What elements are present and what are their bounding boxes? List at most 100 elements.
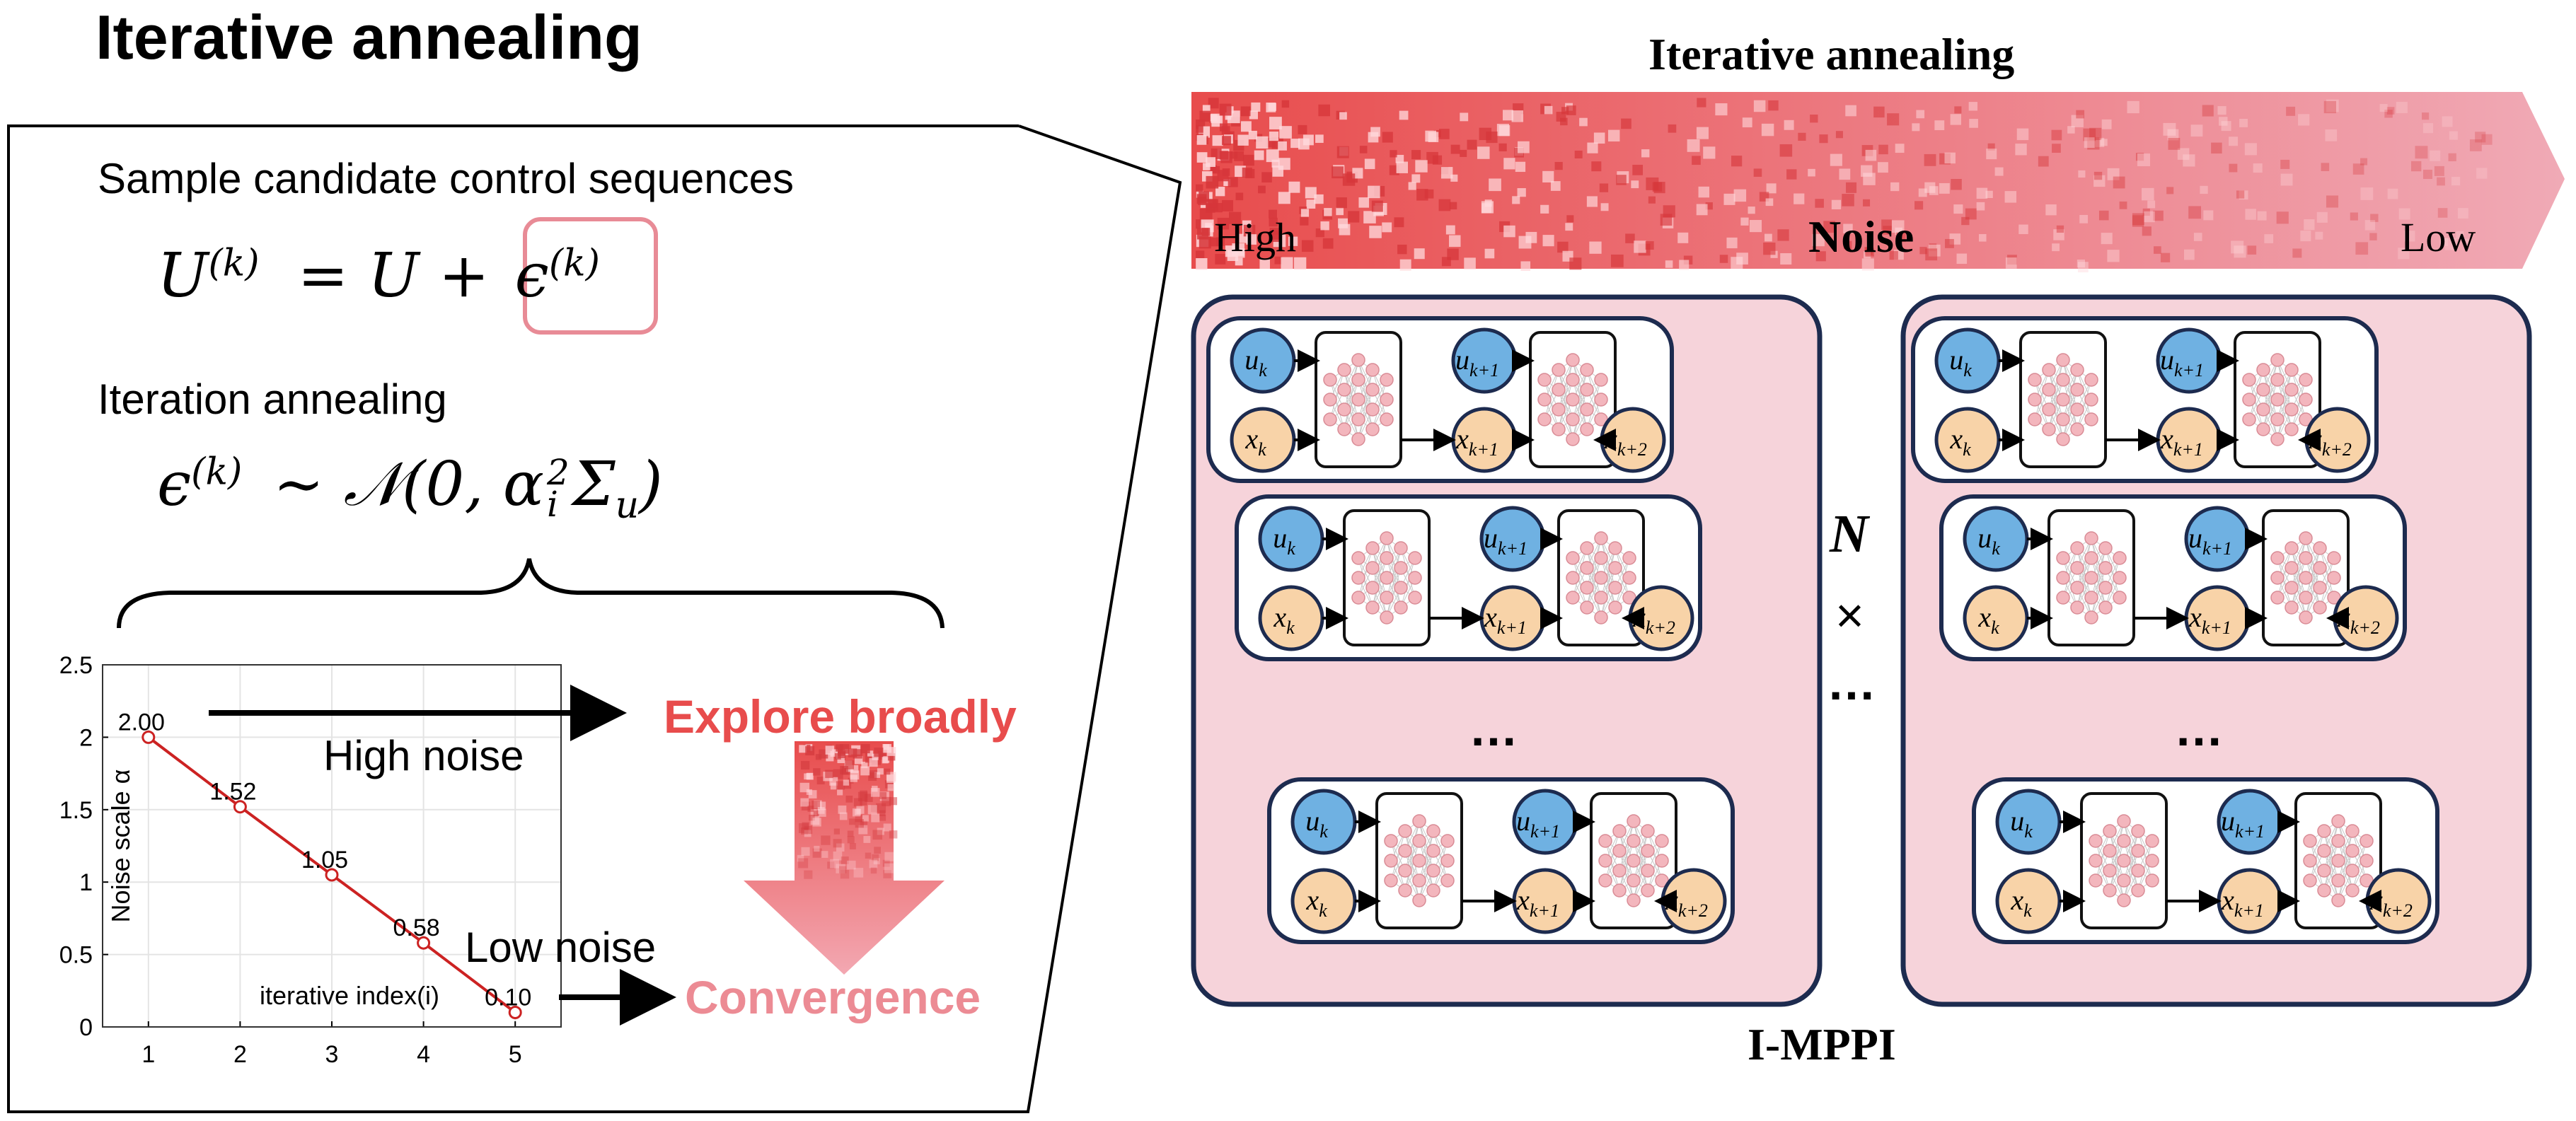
noise-pixel — [1269, 117, 1282, 129]
noise-pixel — [2167, 129, 2179, 141]
noise-pixel — [836, 864, 845, 873]
noise-pixel — [861, 761, 868, 769]
noise-pixel — [1271, 159, 1280, 168]
noise-pixel — [850, 770, 860, 780]
noise-pixel — [815, 754, 822, 760]
noise-pixel — [2456, 231, 2464, 239]
epsilon-highlight-box — [523, 217, 658, 335]
noise-pixel — [2107, 168, 2120, 180]
u-node: uk+1 — [1479, 506, 1546, 572]
noise-pixel — [1293, 257, 1307, 270]
noise-pixel — [853, 868, 864, 878]
noise-pixel — [1823, 221, 1835, 233]
neural-net-box — [2080, 792, 2168, 929]
noise-pixel — [816, 777, 825, 785]
u-node: uk+1 — [1512, 789, 1578, 855]
eq2-eps-sup: (k) — [191, 451, 243, 494]
noise-pixel — [1591, 161, 1602, 172]
noise-pixel — [838, 866, 847, 873]
noise-pixel — [802, 822, 809, 830]
noise-pixel — [2077, 262, 2089, 273]
noise-pixel — [2202, 105, 2214, 117]
data-point — [233, 800, 247, 814]
noise-pixel — [2476, 168, 2488, 179]
noise-pixel — [2276, 211, 2289, 224]
noise-pixel — [813, 768, 821, 776]
noise-pixel — [1839, 168, 1851, 180]
noise-label: Noise — [1808, 211, 1914, 262]
noise-pixel — [1978, 233, 1987, 242]
noise-pixel — [865, 794, 873, 802]
noise-pixel — [1222, 136, 1231, 146]
noise-pixel — [1815, 199, 1824, 208]
noise-pixel — [804, 825, 813, 835]
noise-pixel — [2469, 139, 2482, 151]
noise-pixel — [2084, 137, 2095, 149]
noise-pixel — [2076, 110, 2085, 119]
noise-pixel — [2142, 187, 2154, 201]
noise-pixel — [1830, 153, 1842, 166]
noise-pixel — [829, 777, 838, 786]
noise-pixel — [2444, 238, 2457, 250]
noise-pixel — [2051, 129, 2062, 141]
noise-pixel — [840, 869, 850, 879]
noise-pixel — [1557, 241, 1569, 253]
noise-pixel — [804, 773, 810, 780]
noise-pixel — [1281, 100, 1290, 108]
noise-pixel — [2077, 259, 2085, 268]
noise-pixel — [2434, 165, 2444, 176]
noise-pixel — [856, 806, 865, 814]
noise-pixel — [1976, 202, 1985, 211]
noise-pixel — [1336, 146, 1349, 158]
noise-pixel — [1726, 237, 1738, 249]
noise-pixel — [1542, 170, 1554, 182]
noise-pixel — [1278, 141, 1287, 151]
noise-pixel — [2370, 214, 2379, 222]
noise-pixel — [1810, 114, 1818, 123]
noise-pixel — [1278, 192, 1290, 204]
noise-pixel — [2166, 187, 2174, 194]
noise-pixel — [2229, 163, 2238, 173]
x-node: xk — [1290, 868, 1357, 934]
x-node: xk+1 — [2184, 585, 2251, 651]
noise-pixel — [2087, 137, 2100, 150]
noise-pixel — [1219, 123, 1228, 132]
noise-pixel — [1450, 174, 1458, 182]
noise-pixel — [2144, 211, 2155, 223]
noise-pixel — [1819, 134, 1828, 144]
noise-pixel — [1715, 103, 1728, 116]
noise-pixel — [1223, 178, 1231, 186]
noise-pixel — [887, 784, 895, 791]
noise-pixel — [2018, 224, 2028, 235]
noise-pixel — [2089, 127, 2102, 141]
x-node: xk+2 — [1628, 585, 1694, 651]
noise-pixel — [2052, 144, 2061, 153]
noise-pixel — [1550, 181, 1561, 191]
noise-pixel — [1764, 233, 1772, 242]
noise-pixel — [1512, 196, 1520, 204]
noise-pixel — [1206, 175, 1219, 189]
noise-pixel — [1696, 204, 1708, 216]
noise-pixel — [1199, 208, 1213, 221]
noise-pixel — [2442, 116, 2453, 127]
noise-pixel — [2168, 138, 2181, 150]
noise-pixel — [1440, 167, 1453, 179]
noise-pixel — [1719, 255, 1728, 263]
noise-pixel — [801, 760, 810, 770]
eq1-mid: = U + — [297, 240, 490, 311]
x-node: xk+1 — [1451, 407, 1518, 473]
noise-pixel — [848, 748, 857, 757]
noise-pixel — [1449, 235, 1461, 247]
noise-pixel — [2422, 169, 2433, 180]
noise-pixel — [1646, 177, 1659, 190]
noise-pixel — [1196, 152, 1208, 163]
noise-pixel — [1305, 187, 1317, 199]
x-node: xk+2 — [2365, 868, 2432, 934]
noise-pixel — [1279, 126, 1292, 139]
noise-pixel — [839, 812, 848, 820]
noise-pixel — [1542, 235, 1554, 247]
noise-pixel — [1425, 130, 1437, 142]
noise-pixel — [847, 830, 854, 837]
